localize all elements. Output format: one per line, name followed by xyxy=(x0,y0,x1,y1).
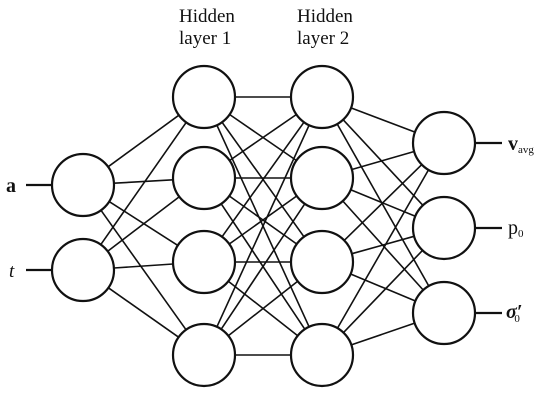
edge-hidden1-2-to-hidden2-1 xyxy=(229,113,297,162)
edge-hidden2-1-to-output-2 xyxy=(342,119,424,206)
edge-hidden2-4-to-output-2 xyxy=(342,249,424,334)
edge-hidden2-4-to-output-1 xyxy=(336,169,430,329)
edge-input-1-to-hidden1-4 xyxy=(100,209,187,331)
edge-input-2-to-hidden1-2 xyxy=(107,196,180,252)
output-label-sigma0-sub: 0 xyxy=(514,313,520,325)
input-node-2 xyxy=(50,237,116,303)
output-label-sigma0: σ′0 xyxy=(506,301,522,325)
edge-input-2-to-hidden1-1 xyxy=(100,121,187,246)
hidden-layer-1-title-line1: Hidden xyxy=(179,6,235,27)
hidden1-node-4 xyxy=(171,322,237,388)
hidden-layer-1-title-line2: layer 1 xyxy=(179,28,232,49)
output-node-2 xyxy=(411,195,477,261)
output-node-3 xyxy=(411,280,477,346)
hidden-layer-2-title-line2: layer 2 xyxy=(297,28,350,49)
connections xyxy=(100,96,430,356)
io-lines xyxy=(26,141,502,315)
edge-input-2-to-hidden1-3 xyxy=(113,263,174,269)
output-label-v-avg: vavg xyxy=(508,133,534,156)
input-label-t: t xyxy=(9,261,15,282)
edge-hidden2-4-to-output-3 xyxy=(351,322,415,346)
hidden-layer-2-title: Hidden layer 2 xyxy=(297,6,353,50)
edge-hidden1-3-to-hidden2-1 xyxy=(221,121,305,238)
output-label-p0: p0 xyxy=(508,217,524,240)
hidden2-node-4 xyxy=(289,322,355,388)
hidden-layer-1-title: Hidden layer 1 xyxy=(179,6,235,50)
output-node-1 xyxy=(411,110,477,176)
edge-hidden1-3-to-hidden2-2 xyxy=(228,195,298,245)
edge-hidden2-3-to-output-2 xyxy=(351,235,415,255)
edge-hidden2-1-to-output-1 xyxy=(350,107,416,133)
input-node-1 xyxy=(50,152,116,218)
neurons xyxy=(50,64,477,388)
io-labels: a t vavg p0 σ′0 xyxy=(6,133,534,325)
output-label-p0-sub: 0 xyxy=(518,228,524,240)
edge-input-2-to-hidden1-4 xyxy=(107,287,180,338)
edge-hidden2-2-to-output-1 xyxy=(351,150,415,171)
hidden2-node-1 xyxy=(289,64,355,130)
hidden-layer-2-title-line1: Hidden xyxy=(297,6,353,27)
hidden1-node-3 xyxy=(171,229,237,295)
edge-hidden2-3-to-output-1 xyxy=(343,164,423,241)
edge-hidden2-3-to-output-3 xyxy=(350,273,416,302)
hidden1-node-2 xyxy=(171,145,237,211)
edge-hidden1-4-to-hidden2-3 xyxy=(227,280,299,337)
edge-input-1-to-hidden1-2 xyxy=(113,179,174,184)
edge-input-1-to-hidden1-1 xyxy=(107,114,180,168)
hidden2-node-3 xyxy=(289,229,355,295)
hidden1-node-1 xyxy=(171,64,237,130)
edge-hidden1-4-to-hidden2-2 xyxy=(220,203,306,330)
edge-hidden1-4-to-hidden2-1 xyxy=(216,124,310,328)
input-label-a: a xyxy=(6,175,16,197)
output-label-v-avg-sub: avg xyxy=(518,144,534,156)
hidden2-node-2 xyxy=(289,145,355,211)
